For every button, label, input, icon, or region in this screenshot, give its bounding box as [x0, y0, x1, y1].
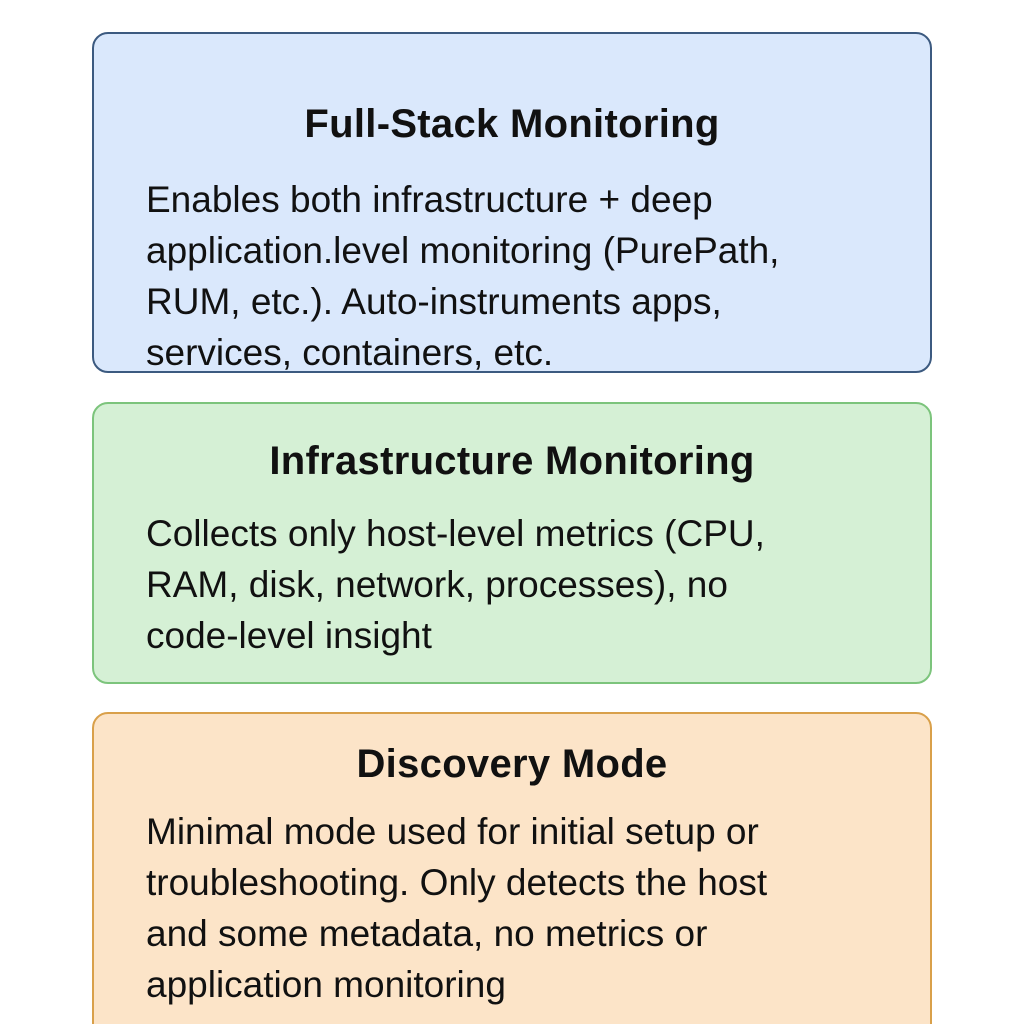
card-title: Discovery Mode [356, 742, 668, 786]
discovery-mode-card: Discovery Mode Minimal mode used for ini… [92, 712, 932, 1024]
card-description: Collects only host-level metrics (CPU, R… [146, 508, 890, 661]
description-line: services, containers, etc. [146, 332, 554, 373]
description-line: application.level monitoring (PurePath, [146, 230, 780, 271]
card-description: Minimal mode used for initial setup or t… [146, 806, 890, 1010]
description-line: RAM, disk, network, processes), no [146, 564, 728, 605]
description-line: RUM, etc.). Auto-instruments apps, [146, 281, 722, 322]
description-line: Enables both infrastructure + deep [146, 179, 713, 220]
card-title: Full-Stack Monitoring [304, 102, 720, 146]
description-line: and some metadata, no metrics or [146, 913, 708, 954]
description-line: troubleshooting. Only detects the host [146, 862, 768, 903]
description-line: Collects only host-level metrics (CPU, [146, 513, 765, 554]
full-stack-monitoring-card: Full-Stack Monitoring Enables both infra… [92, 32, 932, 373]
description-line: application monitoring [146, 964, 506, 1005]
card-description: Enables both infrastructure + deep appli… [146, 174, 890, 378]
infrastructure-monitoring-card: Infrastructure Monitoring Collects only … [92, 402, 932, 684]
card-title: Infrastructure Monitoring [269, 439, 755, 483]
description-line: code-level insight [146, 615, 432, 656]
description-line: Minimal mode used for initial setup or [146, 811, 759, 852]
